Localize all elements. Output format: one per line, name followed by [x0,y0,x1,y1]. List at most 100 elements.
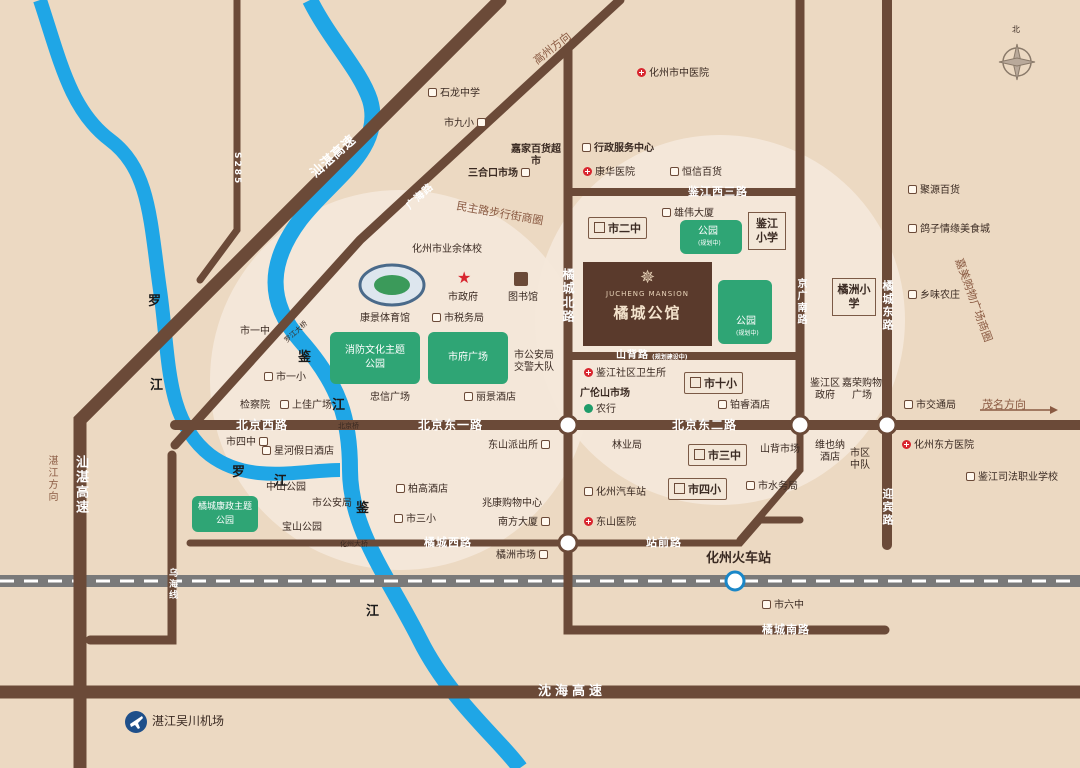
poi-tcm-hospital[interactable]: 化州市中医院 [637,68,709,80]
poi-kanghua-hospital[interactable]: 康华医院 [583,167,635,179]
poi-guanglunshan-market[interactable]: 广伦山市场 [580,388,630,399]
intersection-4 [557,532,579,554]
school-jianjiang-primary[interactable]: 鉴江小学 [748,212,786,250]
poi-jiarong-mall[interactable]: 嘉荣购物广场 [842,378,882,401]
poi-sports-school[interactable]: 化州市业余体校 [412,244,482,255]
poi-tax-bureau[interactable]: 市税务局 [432,313,484,325]
poi-icon [584,487,593,496]
road-label-jucheng-east: 橘城东路 [881,280,894,332]
poi-icon [670,167,679,176]
train-station-label[interactable]: 化州火车站 [706,551,772,566]
intersection-1 [557,414,579,436]
poi-icon [259,437,268,446]
poi-shisanxiao[interactable]: 市三小 [394,514,436,526]
poi-hengxin-store[interactable]: 恒信百货 [670,167,722,179]
poi-shiyizhong[interactable]: 市一中 [240,326,270,337]
poi-icon [280,400,289,409]
diagonal-road [85,450,177,645]
intersection-2 [789,414,811,436]
river-label-luo: 罗 [148,294,162,309]
poi-dongfang-hospital[interactable]: 化州东方医院 [902,440,974,452]
poi-icon [539,550,548,559]
poi-lijing-hotel[interactable]: 丽景酒店 [464,392,516,404]
poi-sanhekou-market[interactable]: 三合口市场 [468,168,533,180]
poi-traffic-police[interactable]: 市公安局交警大队 [514,350,554,373]
poi-icon [662,208,671,217]
poi-community-clinic[interactable]: 鉴江社区卫生所 [584,368,666,380]
poi-borui-hotel[interactable]: 铂睿酒店 [718,400,770,412]
poi-district-squad[interactable]: 市区中队 [850,448,870,471]
poi-shiliuzhong[interactable]: 市六中 [762,600,804,612]
road-label-wuhai: 乌海线 [167,568,177,601]
poi-xiangwei-farm[interactable]: 乡味农庄 [908,290,960,302]
poi-xinghe-hotel[interactable]: 星河假日酒店 [262,446,334,458]
poi-vienna-hotel[interactable]: 维也纳酒店 [815,440,845,463]
poi-shanbei-market[interactable]: 山背市场 [760,444,800,455]
poi-icon [541,440,550,449]
planned-park-1-label: 公园 [698,226,718,237]
compass-icon [998,43,1036,81]
poi-shiyixiao[interactable]: 市一小 [264,372,306,384]
poi-city-government[interactable]: 市政府 [448,292,478,303]
poi-icon [521,168,530,177]
river-label-jiang3: 江 [332,398,346,413]
school-icon [674,483,685,494]
school-shisanzhong[interactable]: 市三中 [688,444,747,466]
poi-bus-station[interactable]: 化州汽车站 [584,487,646,499]
direction-maoming: 茂名方向 [982,398,1026,411]
poi-jianjiang-government[interactable]: 鉴江区政府 [810,378,840,401]
poi-dongshan-hospital[interactable]: 东山医院 [584,517,636,529]
stadium-field [374,275,410,295]
poi-xiongwei-building[interactable]: 雄伟大厦 [662,208,714,220]
bridge-label-hezhou: 化州大桥 [340,540,368,548]
poi-forestry-bureau[interactable]: 林业局 [612,440,642,451]
river-label-jiang2: 江 [274,474,288,489]
poi-water-bureau[interactable]: 市水务局 [746,481,798,493]
poi-baigao-hotel[interactable]: 柏高酒店 [396,484,448,496]
poi-icon [908,290,917,299]
poi-gezi-food[interactable]: 鸽子情缘美食城 [908,224,990,236]
poi-library[interactable]: 图书馆 [508,292,538,303]
poi-icon [718,400,727,409]
poi-jiajia-store[interactable]: 嘉家百货超市 [511,144,561,167]
park-xiaofang[interactable]: 消防文化主题公园 [330,332,420,384]
school-shierzhong[interactable]: 市二中 [588,217,647,239]
park-shifu-square[interactable]: 市府广场 [428,332,508,384]
poi-judicial-school[interactable]: 鉴江司法职业学校 [966,472,1058,484]
poi-public-security[interactable]: 市公安局 [312,498,352,509]
school-jucheng-primary[interactable]: 橘洲小学 [832,278,876,316]
poi-baoshan-park[interactable]: 宝山公园 [282,522,322,533]
poi-nanfang-building[interactable]: 南方大厦 [498,517,553,529]
poi-shilong-school[interactable]: 石龙中学 [428,88,480,100]
project-jucheng-mansion[interactable]: ✵ JUCHENG MANSION 橘城公馆 [583,262,712,346]
poi-shisizhong[interactable]: 市四中 [226,437,271,449]
poi-zhongshan-park[interactable]: 中山公园 [266,482,306,493]
river-label-jian1: 鉴 [298,350,312,365]
road-label-beijing-east2: 北京东二路 [672,418,738,432]
poi-kangjing-stadium[interactable]: 康景体育馆 [360,313,410,324]
hospital-icon [902,440,911,449]
poi-icon [582,143,591,152]
road-label-s285: S285 [232,152,242,186]
river-label-jiang1: 江 [150,378,164,393]
poi-zhongxin-square[interactable]: 忠信广场 [370,392,410,403]
poi-zhaokang-mall[interactable]: 兆康购物中心 [482,498,542,509]
park-kangzheng[interactable]: 橘城康政主题公园 [192,496,258,532]
jianjiang-river [267,0,527,768]
school-shisixiao[interactable]: 市四小 [668,478,727,500]
poi-juzhou-market[interactable]: 橘洲市场 [496,550,551,562]
poi-admin-center[interactable]: 行政服务中心 [582,143,654,155]
poi-shijiuxiao[interactable]: 市九小 [444,118,489,130]
poi-shangjia-square[interactable]: 上佳广场 [280,400,332,412]
airport-label[interactable]: 湛江吴川机场 [152,714,225,728]
poi-dongshan-police[interactable]: 东山派出所 [488,440,553,452]
road-label-jucheng-north: 橘城北路 [561,268,575,324]
poi-transport-bureau[interactable]: 市交通局 [904,400,956,412]
poi-abc-bank[interactable]: 农行 [584,404,616,416]
poi-icon [396,484,405,493]
school-shishixiao[interactable]: 市十小 [684,372,743,394]
poi-procuratorate[interactable]: 检察院 [240,400,270,411]
poi-icon [904,400,913,409]
poi-juyuan-store[interactable]: 聚源百货 [908,185,960,197]
